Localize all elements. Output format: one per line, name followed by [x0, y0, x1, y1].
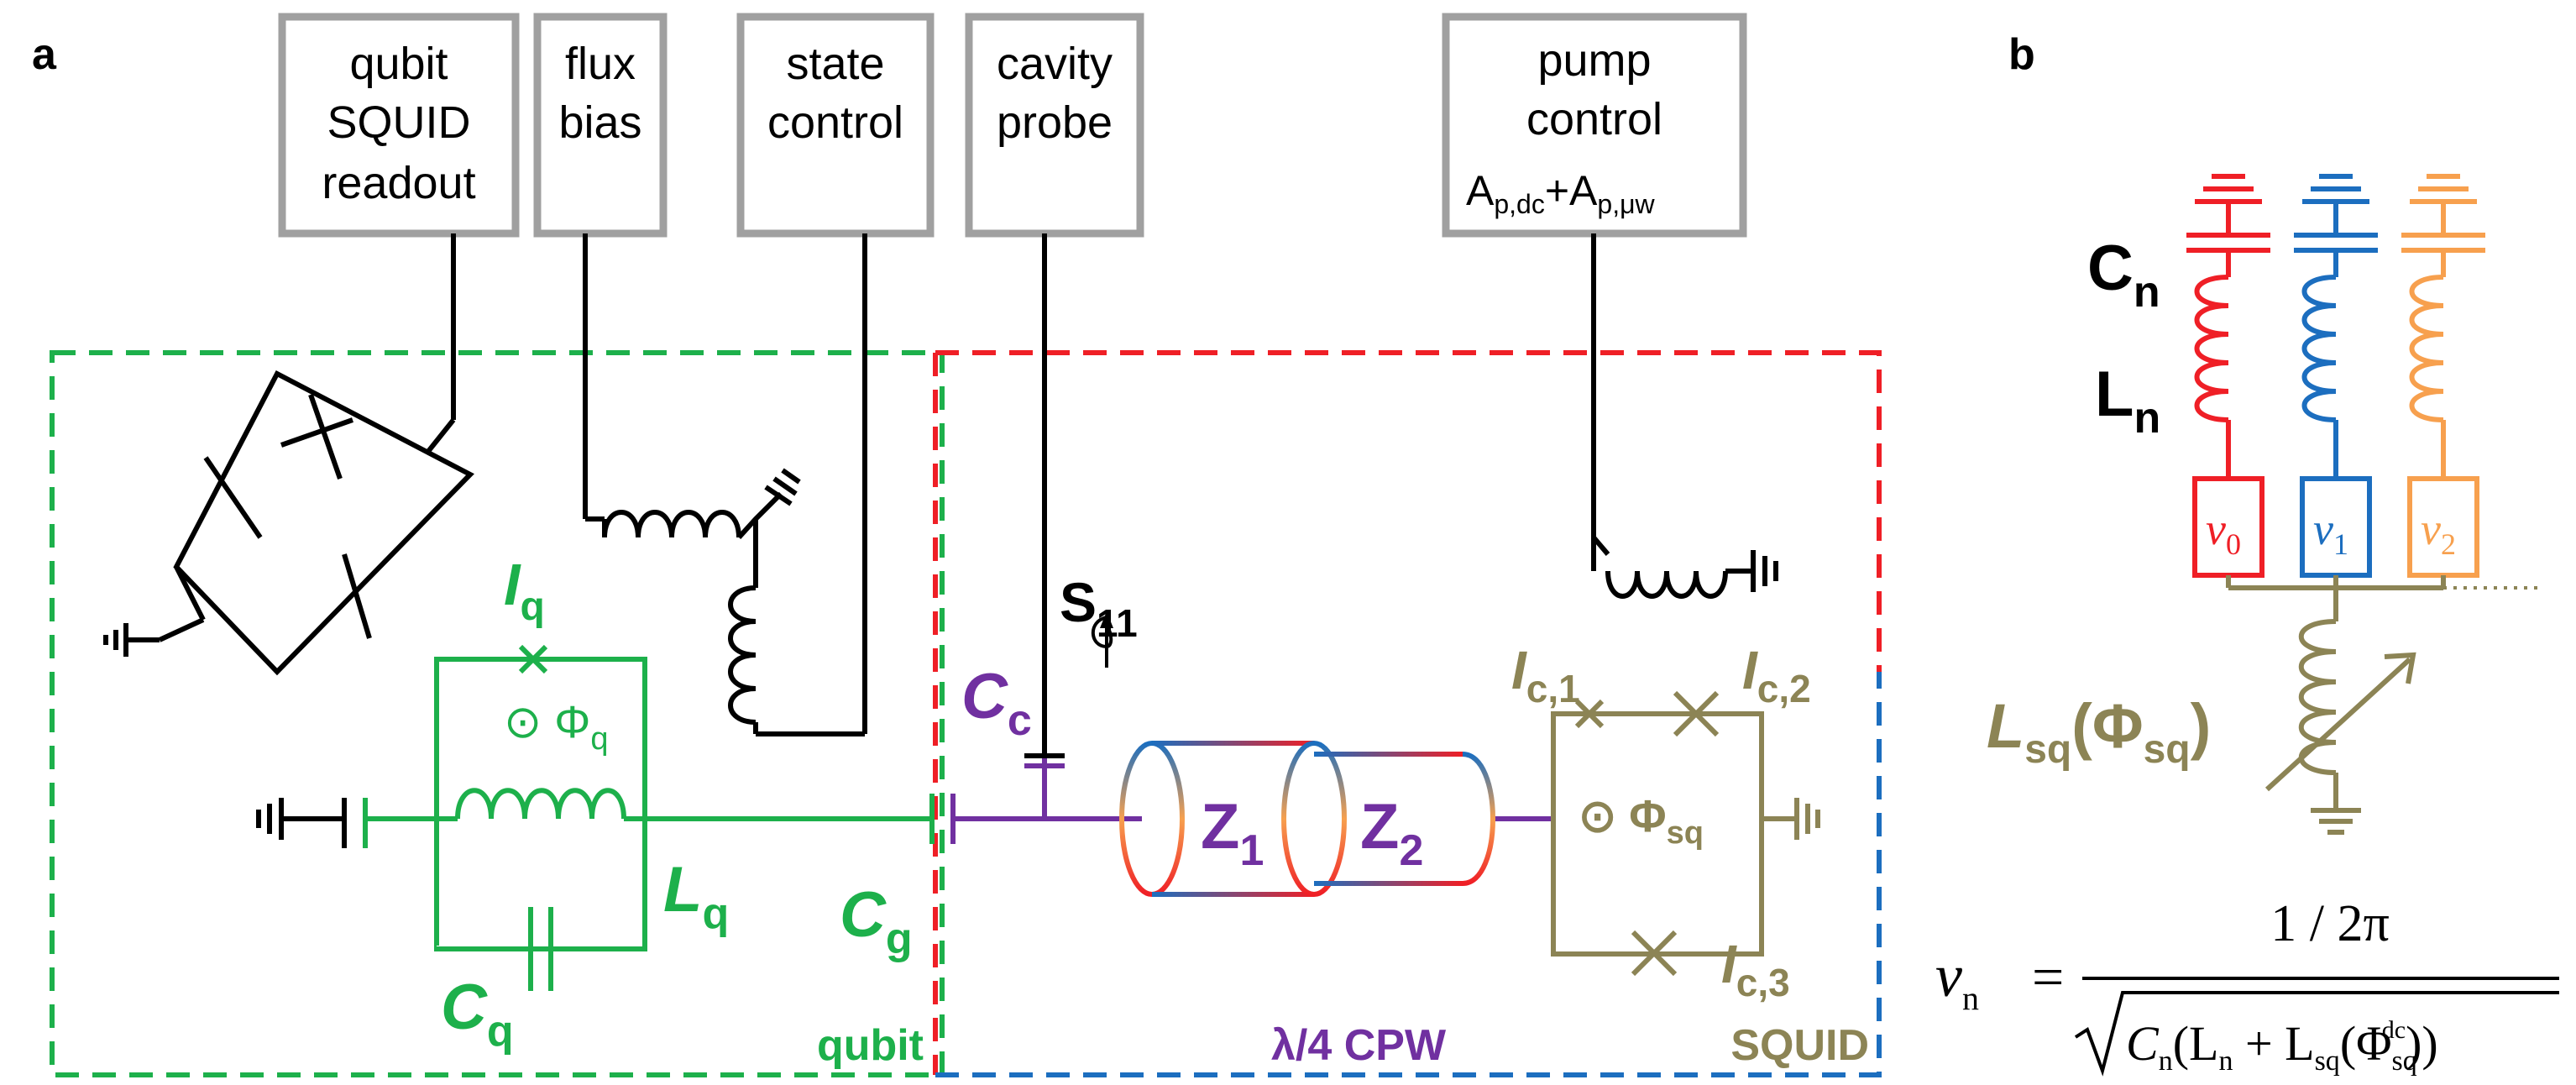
region-squid-label: SQUID	[1730, 1021, 1869, 1070]
ic3-label: Ic,3	[1721, 934, 1790, 1004]
black-wiring	[103, 233, 1778, 840]
z1-label: Z1	[1201, 791, 1264, 875]
s11-arrowhead	[1100, 611, 1113, 628]
frequency-formula: νn = 1 / 2π Cn(Ln + Lsq(Φsqdc))	[1935, 895, 2559, 1077]
box-text: flux	[565, 39, 636, 89]
lsq-label: Lsq(Φsq)	[1987, 691, 2211, 772]
branch-2	[2401, 174, 2485, 578]
formula-numerator: 1 / 2π	[2270, 895, 2390, 952]
lq-label: Lq	[663, 854, 729, 938]
branch-0	[2186, 174, 2270, 578]
panel-label-a: a	[32, 30, 57, 79]
cpw-line	[950, 753, 1553, 844]
cpw-squid-region	[933, 350, 1882, 1077]
iq-junction	[518, 644, 548, 674]
cc-label: Cc	[961, 661, 1032, 745]
ln-label: Ln	[2095, 359, 2160, 443]
formula-eq: =	[2032, 945, 2064, 1009]
box-text: readout	[322, 158, 475, 208]
panel-label-b: b	[2008, 30, 2035, 79]
box-text: bias	[558, 97, 641, 148]
branch-1	[2294, 174, 2378, 578]
sqrt-sign	[2074, 991, 2559, 1077]
cpw-cylinder	[1119, 741, 1495, 897]
region-cpw-label: λ/4 CPW	[1271, 1021, 1447, 1070]
box-text: state	[786, 39, 884, 89]
state-control-box	[736, 13, 935, 238]
phi-q-label: ⊙ Φq	[504, 697, 608, 757]
s11-label: S11	[1060, 571, 1138, 645]
qubit-squid-readout-box	[278, 13, 520, 238]
region-qubit-label: qubit	[817, 1021, 924, 1070]
lsq-element	[2226, 575, 2544, 835]
iq-label: Iq	[504, 552, 545, 629]
squid-loop	[1551, 690, 1820, 977]
phi-sq-label: ⊙ Φsq	[1579, 791, 1704, 851]
nu1-label: ν1	[2313, 504, 2348, 561]
cn-label: Cn	[2087, 233, 2160, 317]
box-text: probe	[997, 97, 1113, 148]
ic2-label: Ic,2	[1742, 640, 1811, 710]
z2-label: Z2	[1360, 791, 1423, 875]
qubit-circuit	[342, 657, 935, 991]
ic1-label: Ic,1	[1511, 640, 1580, 710]
panel-b-circuit	[2186, 174, 2544, 835]
box-text: control	[767, 97, 903, 148]
box-text: qubit	[349, 39, 448, 89]
formula-lhs: νn	[1935, 942, 1979, 1017]
cg-label: Cg	[840, 879, 913, 963]
box-text: cavity	[997, 39, 1113, 89]
pump-formula: Ap,dc+Ap,μw	[1466, 167, 1656, 219]
cavity-probe-box	[965, 13, 1144, 238]
box-text: SQUID	[327, 97, 470, 148]
nu2-label: ν2	[2421, 504, 2456, 561]
flux-bias-box	[533, 13, 668, 238]
cq-label: Cq	[441, 972, 514, 1056]
box-text: control	[1526, 94, 1662, 144]
formula-denominator: Cn(Ln + Lsq(Φsqdc))	[2126, 1016, 2438, 1077]
box-text: pump	[1537, 35, 1651, 86]
nu0-label: ν0	[2206, 504, 2241, 561]
qubit-region	[50, 350, 945, 1077]
